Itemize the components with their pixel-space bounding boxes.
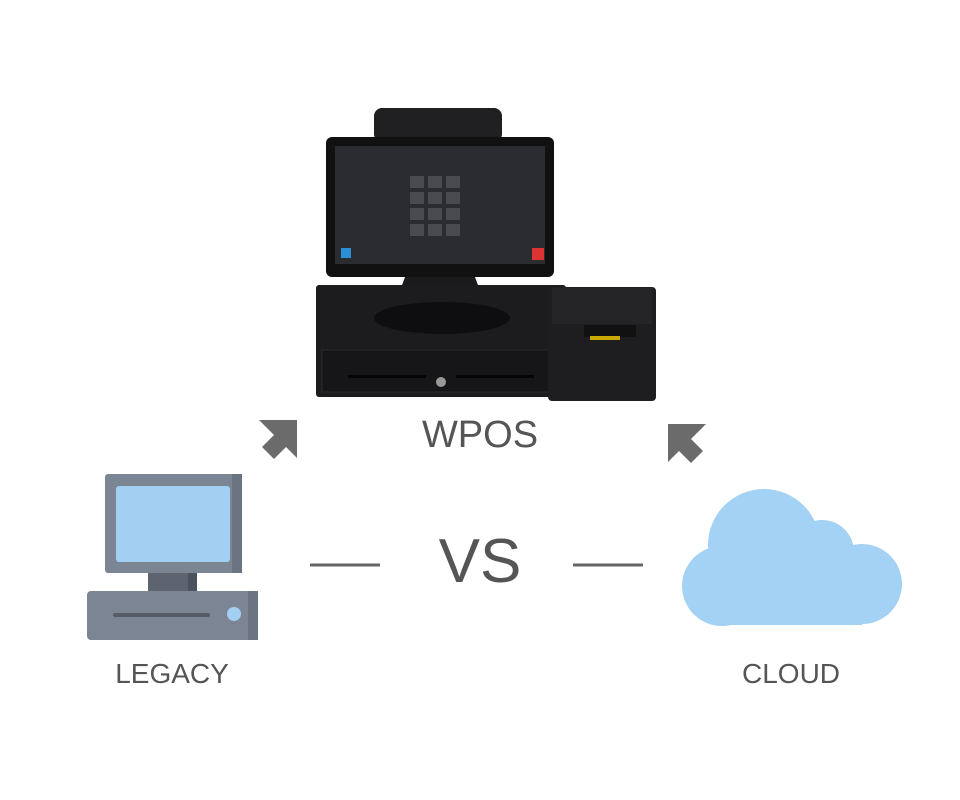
desktop-computer-icon [87,474,258,640]
wpos-label: WPOS [421,414,539,456]
arrow-up-right-icon [668,424,706,463]
legacy-label: LEGACY [115,658,229,689]
cloud-label: CLOUD [741,658,841,689]
cloud-icon [682,489,902,626]
pos-terminal-icon [316,108,656,401]
versus-label: VS [438,527,522,596]
arrow-up-left-icon [259,420,297,459]
